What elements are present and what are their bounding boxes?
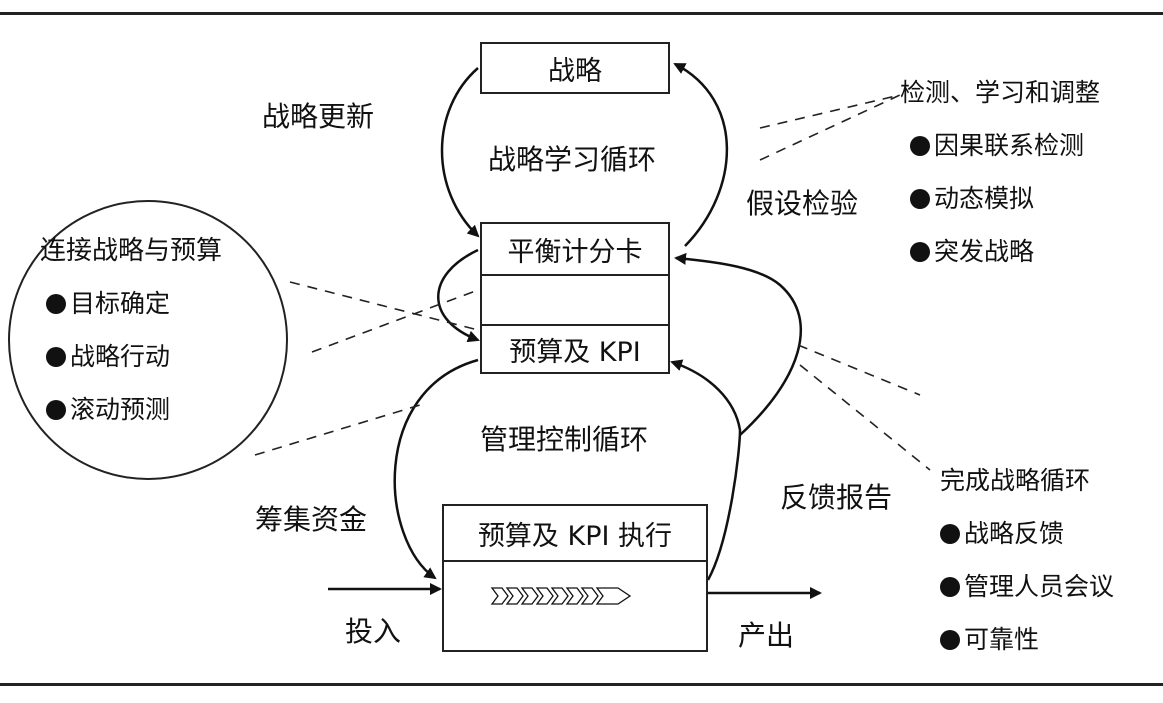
- strategy-box-label: 战略: [548, 55, 602, 87]
- left-panel-item: 战略行动: [40, 344, 222, 397]
- raise-funds-label: 筹集资金: [255, 503, 368, 536]
- right-bottom-panel-item: 可靠性: [940, 627, 1114, 680]
- bullet-icon: [910, 136, 930, 156]
- dashed-left-upper: [289, 281, 479, 331]
- execution-process-box: [442, 560, 708, 652]
- bullet-icon: [940, 630, 960, 650]
- dashed-left-bottom: [254, 404, 421, 456]
- right-top-panel-title: 检测、学习和调整: [900, 78, 1101, 107]
- strategy-box: 战略: [480, 42, 670, 94]
- dashed-right-bottom-1: [799, 364, 931, 471]
- right-top-panel: 检测、学习和调整 因果联系检测 动态模拟 突发战略: [900, 80, 1100, 292]
- left-circle: [8, 200, 288, 480]
- right-bottom-panel-item: 管理人员会议: [940, 574, 1114, 627]
- dashed-right-bottom-2: [797, 344, 921, 396]
- balanced-scorecard-label: 平衡计分卡: [507, 236, 643, 268]
- bullet-icon: [940, 577, 960, 597]
- budget-kpi-execution-label: 预算及 KPI 执行: [477, 520, 673, 552]
- bottom-rule: [0, 683, 1163, 686]
- top-rule: [0, 12, 1163, 15]
- bullet-icon: [46, 347, 66, 367]
- input-label: 投入: [345, 615, 402, 648]
- balanced-scorecard-box: 平衡计分卡: [480, 222, 670, 276]
- bullet-icon: [46, 400, 66, 420]
- arrow-hypothesis-testing: [673, 62, 729, 247]
- arrow-strategy-update: [440, 67, 480, 238]
- bullet-icon: [910, 242, 930, 262]
- management-control-cycle-label: 管理控制循环: [480, 423, 649, 456]
- strategy-update-label: 战略更新: [262, 100, 375, 133]
- bullet-icon: [910, 189, 930, 209]
- right-bottom-panel-title: 完成战略循环: [940, 466, 1091, 495]
- budget-kpi-box: 预算及 KPI: [480, 324, 670, 374]
- hypothesis-testing-label: 假设检验: [746, 187, 859, 220]
- right-top-panel-item: 动态模拟: [900, 186, 1100, 239]
- strategy-learning-cycle-label: 战略学习循环: [488, 143, 657, 176]
- feedback-report-label: 反馈报告: [780, 481, 893, 514]
- right-top-panel-item: 突发战略: [900, 239, 1100, 292]
- output-label: 产出: [738, 619, 795, 652]
- right-top-panel-item: 因果联系检测: [900, 133, 1100, 186]
- right-bottom-panel: 完成战略循环 战略反馈 管理人员会议 可靠性: [940, 468, 1114, 680]
- left-panel-item: 滚动预测: [40, 397, 222, 450]
- process-chevrons: [490, 587, 632, 605]
- bullet-icon: [940, 524, 960, 544]
- dashed-right-top-2: [759, 94, 901, 129]
- arrow-feedback-to-budget: [670, 359, 742, 581]
- spacer-box: [480, 274, 670, 326]
- dashed-right-top-1: [759, 94, 901, 161]
- left-panel: 连接战略与预算 目标确定 战略行动 滚动预测: [40, 238, 222, 450]
- left-panel-item: 目标确定: [40, 291, 222, 344]
- arrow-raise-funds: [393, 358, 479, 580]
- bullet-icon: [46, 294, 66, 314]
- dashed-left-lower: [311, 289, 479, 353]
- arrow-feedback-to-scorecard: [674, 252, 802, 436]
- left-panel-title: 连接战略与预算: [40, 236, 223, 266]
- right-bottom-panel-item: 战略反馈: [940, 521, 1114, 574]
- arrow-scorecard-to-budget: [437, 248, 480, 343]
- budget-kpi-execution-box: 预算及 KPI 执行: [442, 504, 708, 562]
- budget-kpi-label: 预算及 KPI: [509, 336, 641, 368]
